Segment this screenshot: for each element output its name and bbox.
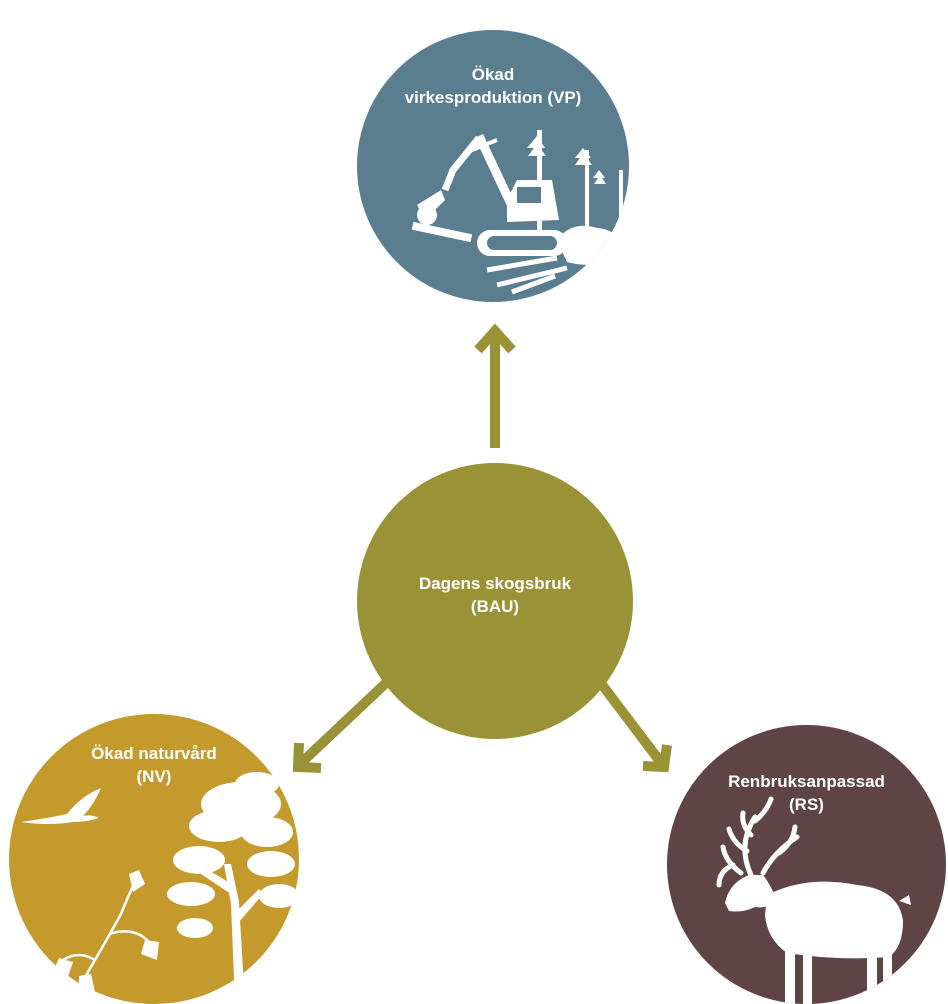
node-vp-title-line2: virkesproduktion (VP): [404, 88, 582, 107]
node-bau-title-line1: Dagens skogsbruk: [418, 574, 572, 593]
harvester-forest-icon: [411, 130, 625, 295]
node-bau: Dagens skogsbruk (BAU): [357, 463, 633, 739]
node-nv-title-line2: (NV): [136, 767, 172, 786]
bird-pine-tree-bellflower-icon: [21, 772, 299, 1004]
node-rs-title-line2: (RS): [789, 795, 824, 814]
node-rs-title-line1: Renbruksanpassad: [728, 772, 885, 791]
arrow-right: [596, 678, 672, 773]
node-nv: Ökad naturvård (NV): [9, 714, 299, 1004]
node-nv-title: Ökad naturvård (NV): [9, 742, 299, 788]
node-vp: Ökad virkesproduktion (VP): [357, 30, 629, 302]
node-rs: Renbruksanpassad (RS): [667, 725, 946, 1004]
reindeer-icon: [716, 796, 911, 1004]
node-bau-title: Dagens skogsbruk (BAU): [357, 572, 633, 618]
node-bau-title-line2: (BAU): [470, 597, 520, 616]
node-nv-title-line1: Ökad naturvård: [91, 744, 217, 763]
node-vp-title: Ökad virkesproduktion (VP): [357, 63, 629, 109]
node-rs-title: Renbruksanpassad (RS): [667, 770, 946, 816]
arrow-left: [292, 678, 391, 773]
arrow-up: [474, 323, 516, 448]
node-vp-title-line1: Ökad: [471, 65, 515, 84]
